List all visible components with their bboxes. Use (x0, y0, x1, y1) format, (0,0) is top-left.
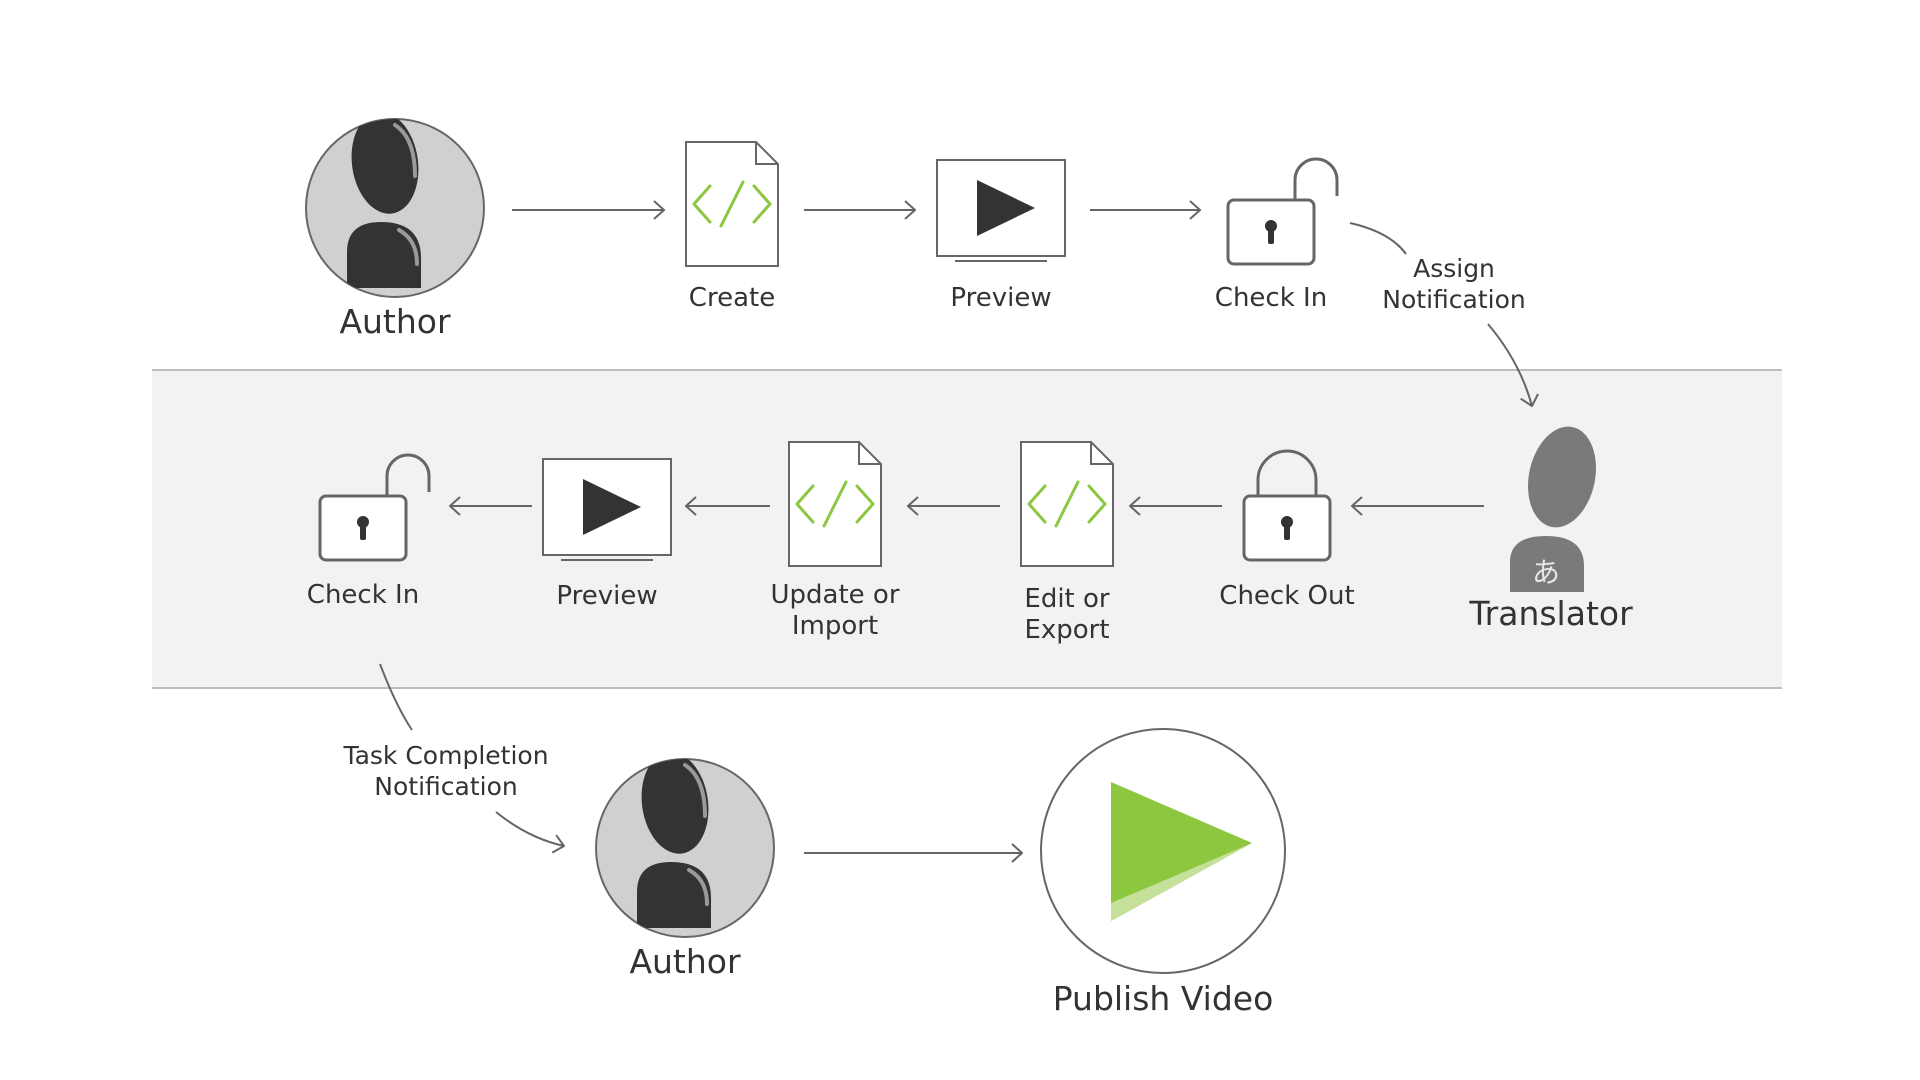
task-notification-line2: Notification (374, 772, 517, 801)
author-label-top: Author (339, 302, 451, 341)
check-out-node: Check Out (1219, 449, 1355, 611)
green-play-icon (1111, 782, 1252, 921)
play-screen-icon (936, 159, 1066, 262)
translator-node: あ Translator (1468, 426, 1633, 633)
author-label-bottom: Author (629, 942, 741, 981)
publish-video-label: Publish Video (1053, 979, 1274, 1018)
translator-glyph: あ (1532, 556, 1560, 589)
author-node-top: Author (305, 118, 485, 341)
preview-label-middle: Preview (556, 581, 657, 611)
edit-export-line2: Export (1024, 615, 1109, 645)
check-in-node-middle: Check In (307, 453, 431, 610)
assign-connector-upper (1349, 222, 1407, 255)
translator-avatar-icon: あ (1510, 426, 1596, 592)
code-file-icon (684, 140, 780, 268)
translator-label: Translator (1468, 594, 1633, 633)
edit-export-node: Edit or Export (1019, 440, 1115, 645)
arrow-task-to-author (495, 811, 564, 846)
code-file-icon (787, 440, 883, 568)
assign-notification-line2: Notification (1382, 285, 1525, 314)
check-out-label: Check Out (1219, 581, 1354, 611)
update-import-line2: Import (792, 611, 878, 641)
check-in-node-top: Check In (1215, 157, 1339, 313)
create-node: Create (684, 140, 780, 313)
update-import-line1: Update or (770, 580, 899, 610)
arrow-assign-to-translator (1487, 323, 1532, 406)
translator-band (152, 370, 1782, 688)
publish-video-node: Publish Video (1040, 728, 1286, 1018)
unlocked-padlock-icon (1226, 157, 1339, 266)
update-import-node: Update or Import (770, 440, 900, 641)
preview-node-middle: Preview (542, 458, 672, 611)
code-file-icon (1019, 440, 1115, 568)
play-screen-icon (542, 458, 672, 561)
preview-label-top: Preview (950, 283, 1051, 313)
task-connector-upper (379, 663, 413, 731)
author-node-bottom: Author (595, 758, 775, 981)
assign-notification-line1: Assign (1413, 254, 1495, 283)
check-in-label-middle: Check In (307, 580, 419, 610)
check-in-label-top: Check In (1215, 283, 1327, 313)
create-label: Create (689, 283, 775, 313)
edit-export-line1: Edit or (1024, 584, 1110, 614)
task-notification-line1: Task Completion (342, 741, 548, 770)
preview-node-top: Preview (936, 159, 1066, 313)
